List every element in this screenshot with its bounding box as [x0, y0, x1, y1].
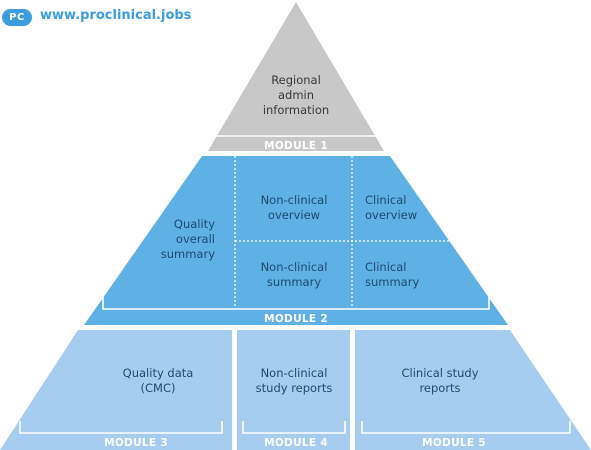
module-4-bracket	[242, 421, 346, 434]
module-5-bracket	[361, 421, 571, 434]
module-4-tier	[237, 330, 350, 450]
module-3-text: Quality data(CMC)	[123, 366, 194, 395]
logo-badge: PC	[2, 9, 32, 26]
logo-text: PC	[9, 12, 25, 23]
module-3-label: MODULE 3	[104, 437, 168, 449]
module-3-tier	[0, 330, 232, 450]
module-3-bracket	[19, 421, 223, 434]
site-url[interactable]: www.proclinical.jobs	[40, 8, 192, 23]
module-1-tier	[208, 2, 384, 151]
module-4-label: MODULE 4	[264, 437, 328, 449]
module-1-label: MODULE 1	[264, 140, 328, 152]
module-2-label: MODULE 2	[264, 313, 328, 325]
module-1-bracket	[215, 124, 377, 137]
module-2-bracket	[102, 297, 490, 310]
module-5-tier	[355, 330, 591, 450]
module-5-label: MODULE 5	[422, 437, 486, 449]
